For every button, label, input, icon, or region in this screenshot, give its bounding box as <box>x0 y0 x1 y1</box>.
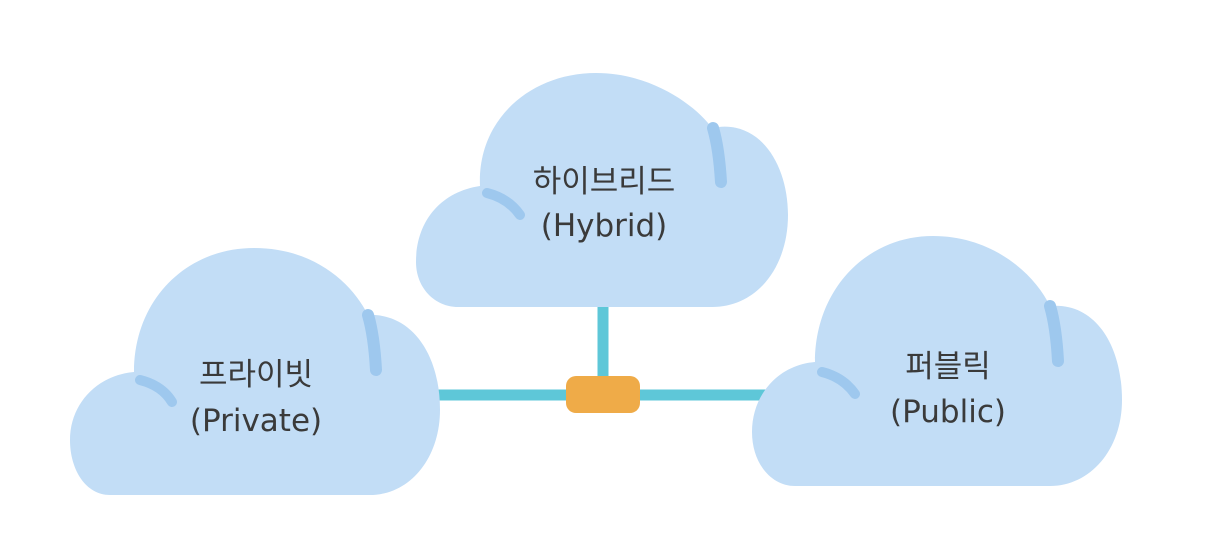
private-cloud-crease-right <box>362 309 382 376</box>
hybrid-label-ko: 하이브리드 <box>533 164 676 200</box>
network-hub <box>566 376 640 413</box>
hybrid-label-en: (Hybrid) <box>541 208 668 244</box>
hybrid-cloud: 하이브리드 (Hybrid) <box>416 73 788 307</box>
private-cloud-crease-left <box>135 375 177 407</box>
public-cloud: 퍼블릭 (Public) <box>752 236 1122 486</box>
public-cloud-crease-right <box>1044 300 1064 367</box>
private-cloud: 프라이빗 (Private) <box>70 248 440 495</box>
private-cloud-shape <box>70 248 440 495</box>
hybrid-cloud-shape <box>416 73 788 307</box>
hybrid-cloud-crease-left <box>482 188 525 220</box>
public-cloud-shape <box>752 236 1122 486</box>
private-label-ko: 프라이빗 <box>199 357 313 393</box>
public-label-ko: 퍼블릭 <box>905 349 991 385</box>
public-label-en: (Public) <box>890 394 1006 430</box>
private-label-en: (Private) <box>190 403 322 439</box>
hybrid-cloud-crease-right <box>707 122 727 188</box>
public-cloud-crease-left <box>817 367 860 399</box>
